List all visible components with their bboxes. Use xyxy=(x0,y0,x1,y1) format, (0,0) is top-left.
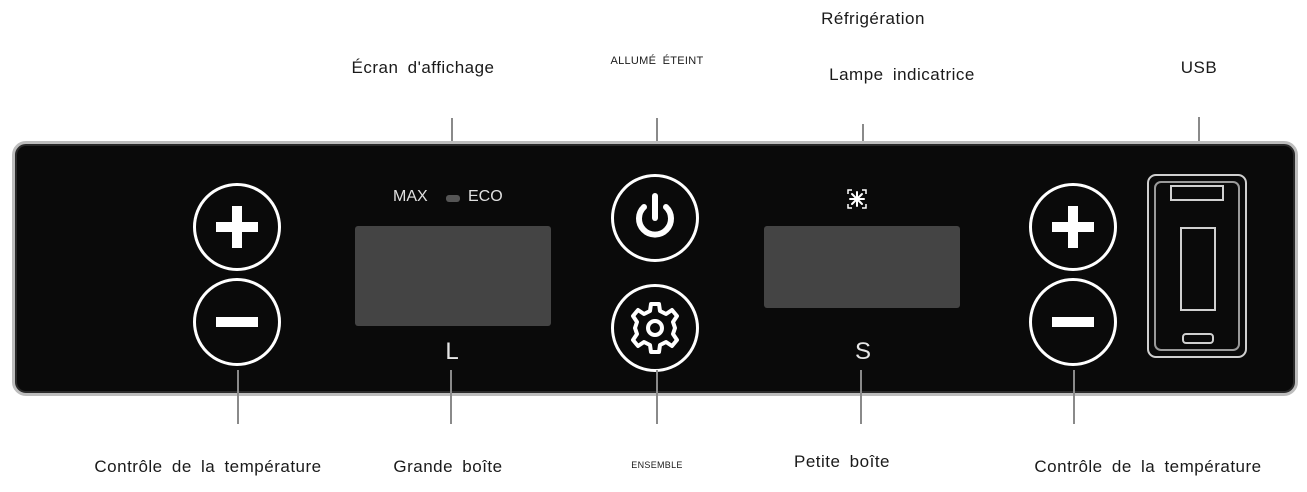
max-label: MAX xyxy=(393,188,428,205)
set-label: ENSEMBLE xyxy=(631,460,683,470)
gear-icon xyxy=(631,302,679,354)
eco-label: ECO xyxy=(468,188,503,205)
large-box-label: Grande boîte xyxy=(393,457,503,476)
usb-port-icon[interactable] xyxy=(1145,172,1251,362)
large-box-letter: L xyxy=(445,338,459,365)
temp-right-label: Contrôle de la température xyxy=(1034,457,1262,476)
temp-right-minus-button[interactable] xyxy=(1029,278,1117,366)
minus-icon xyxy=(216,317,258,327)
small-box-label: Petite boîte xyxy=(793,452,891,471)
small-box-leader-line xyxy=(860,370,862,424)
set-button[interactable] xyxy=(611,284,699,372)
display-label: Écran d'affichage xyxy=(351,58,495,77)
temp-right-plus-button[interactable] xyxy=(1029,183,1117,271)
usb-label: USB xyxy=(1180,58,1218,77)
small-box-letter: S xyxy=(854,338,872,365)
small-box-display xyxy=(764,226,960,308)
indicator-label: Lampe indicatrice xyxy=(829,65,975,84)
mode-led xyxy=(446,195,460,202)
set-leader-line xyxy=(656,370,658,424)
temp-left-label: Contrôle de la température xyxy=(94,457,322,476)
control-panel: MAX ECO L S xyxy=(12,141,1298,396)
plus-icon xyxy=(1052,206,1094,248)
temp-left-minus-button[interactable] xyxy=(193,278,281,366)
large-box-leader-line xyxy=(450,370,452,424)
refrigeration-label: Réfrigération xyxy=(821,9,925,28)
power-label: ALLUMÉ ÉTEINT xyxy=(610,55,704,67)
snowflake-icon xyxy=(847,189,867,209)
temp-left-leader-line xyxy=(237,370,239,424)
power-button[interactable] xyxy=(611,174,699,262)
plus-icon xyxy=(216,206,258,248)
temp-right-leader-line xyxy=(1073,370,1075,424)
power-icon xyxy=(636,193,674,238)
large-box-display xyxy=(355,226,551,326)
temp-left-plus-button[interactable] xyxy=(193,183,281,271)
minus-icon xyxy=(1052,317,1094,327)
